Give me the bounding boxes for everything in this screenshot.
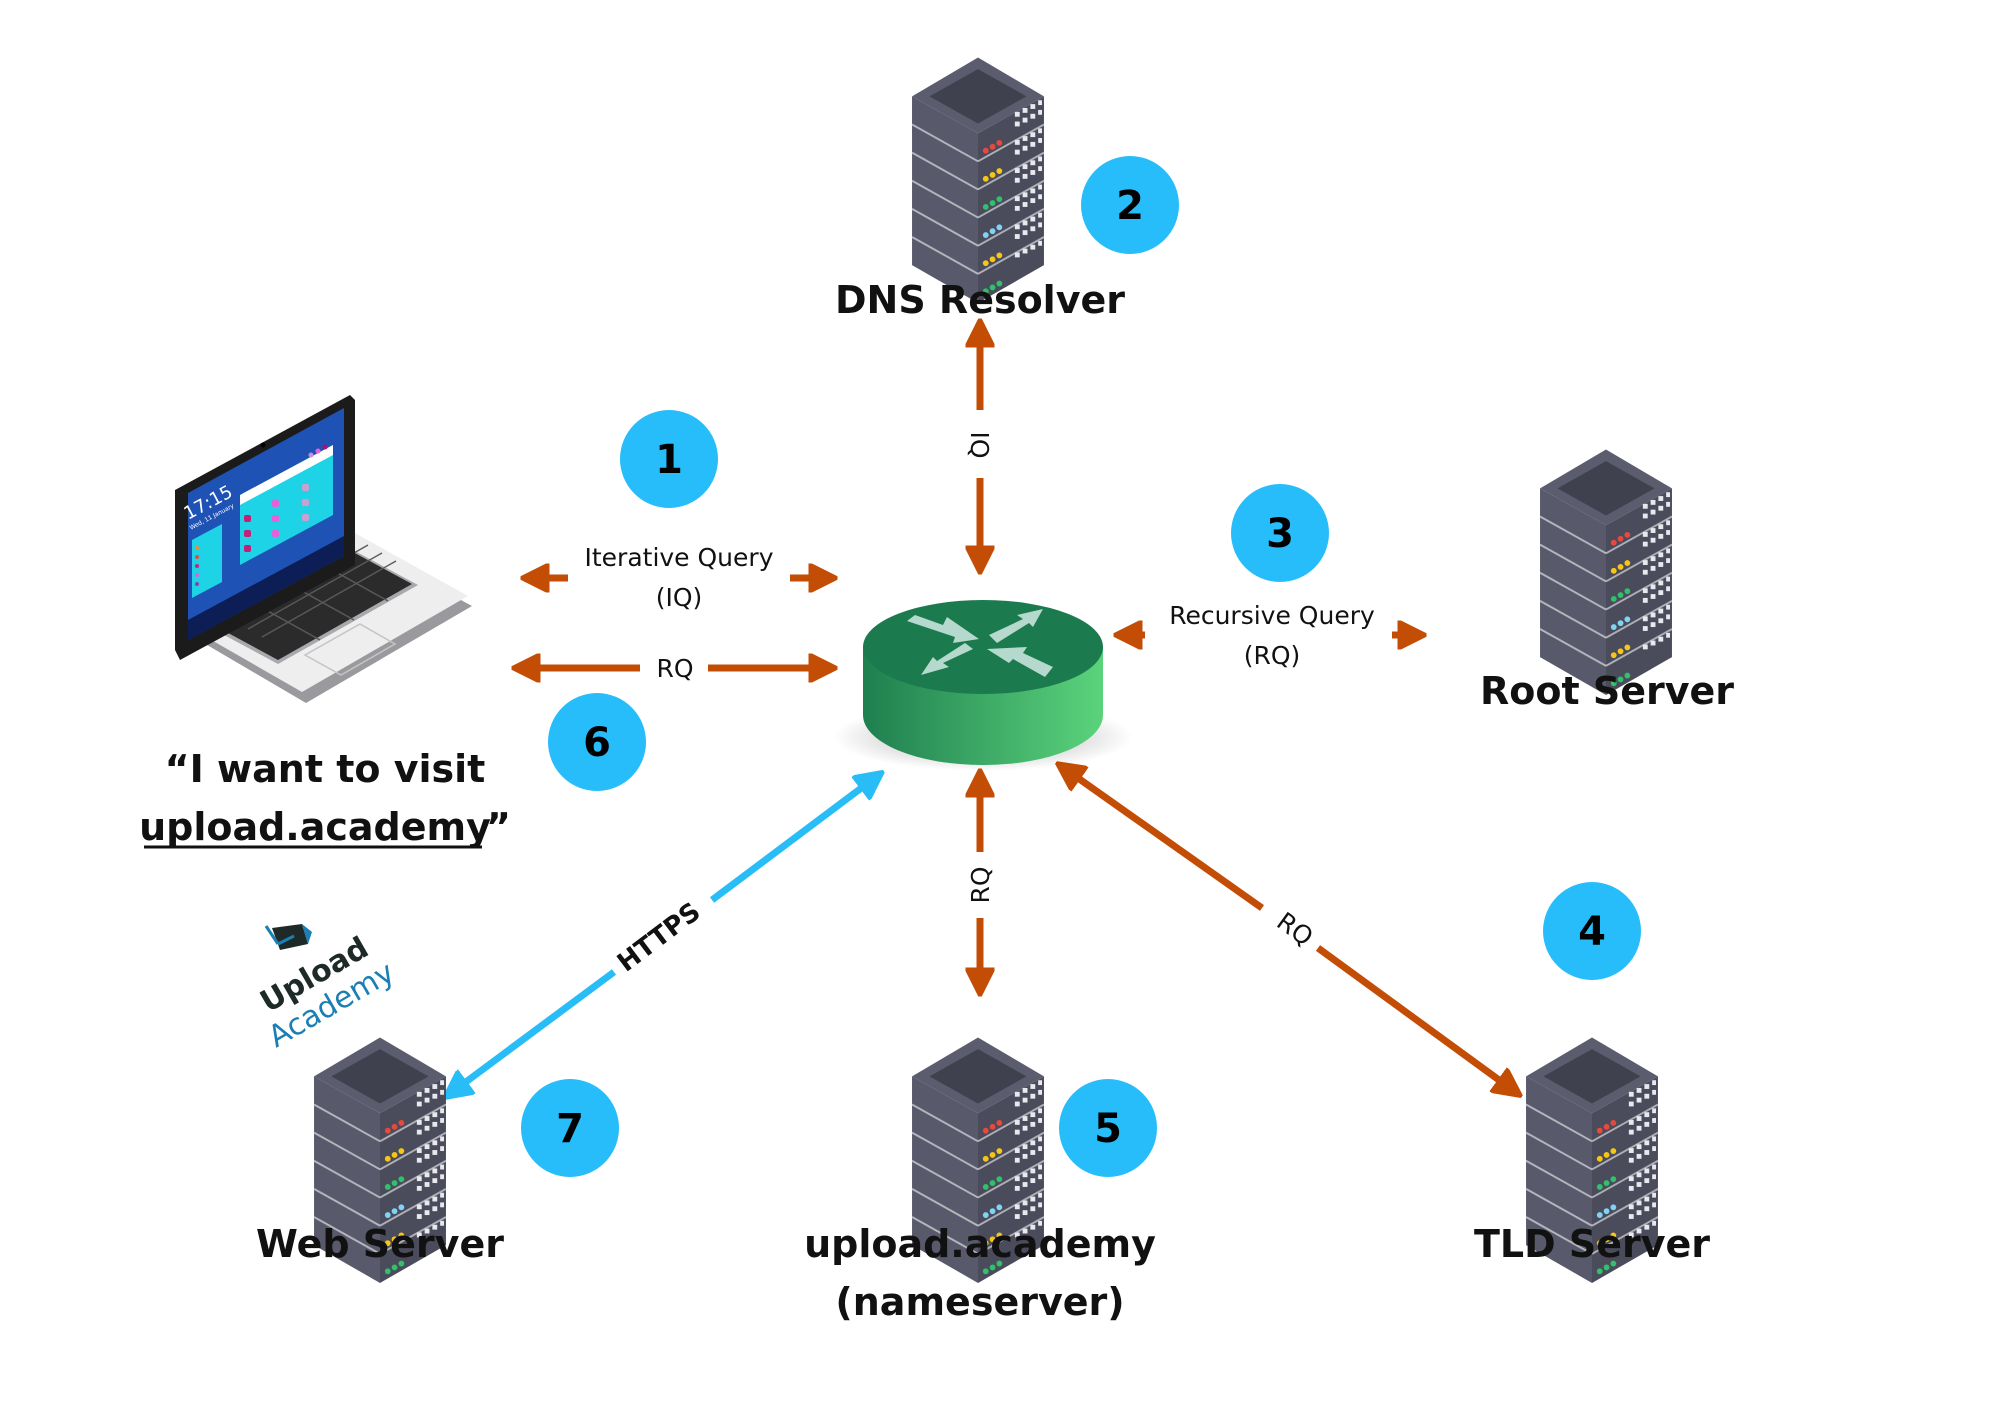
tld-server-label: TLD Server — [1474, 1222, 1710, 1266]
edge-router-web: HTTPS — [455, 780, 872, 1090]
edge-label-iq-line1: Iterative Query — [584, 543, 773, 572]
dns-resolver-node: DNS Resolver — [835, 56, 1125, 322]
edge-router-dns: IQ — [965, 333, 994, 560]
step-badge-3: 3 — [1231, 484, 1329, 582]
nameserver-label-line2: (nameserver) — [835, 1280, 1124, 1324]
client-quote: “I want to visit upload.academy ” — [139, 747, 511, 849]
web-server-node: Web Server — [256, 1036, 504, 1284]
svg-text:7: 7 — [556, 1106, 584, 1152]
svg-text:1: 1 — [655, 437, 683, 483]
server-rack-icon — [911, 56, 1045, 304]
step-badge-7: 7 — [521, 1079, 619, 1177]
root-server-node: Root Server — [1480, 448, 1734, 713]
arrow-up-left-router — [1068, 771, 1265, 911]
arrow-down-left-web — [455, 969, 617, 1090]
step-badge-6: 6 — [548, 693, 646, 791]
edge-label-rq-line1: Recursive Query — [1169, 601, 1375, 630]
tld-server-node: TLD Server — [1474, 1036, 1710, 1284]
edge-label-dns-iq: IQ — [965, 431, 994, 458]
svg-text:3: 3 — [1266, 511, 1294, 557]
server-rack-icon — [1539, 448, 1673, 696]
client-quote-link[interactable]: upload.academy — [139, 805, 491, 849]
router-icon — [833, 600, 1133, 771]
edge-label-client-rq: RQ — [656, 654, 693, 683]
step-badge-4: 4 — [1543, 882, 1641, 980]
edge-label-https: HTTPS — [612, 897, 706, 978]
dns-resolver-label: DNS Resolver — [835, 278, 1125, 322]
arrow-up-right-router — [709, 780, 872, 903]
upload-academy-logo: Upload Academy — [255, 924, 401, 1055]
edge-label-ns-rq: RQ — [966, 866, 995, 903]
arrow-down-right-tld — [1315, 945, 1510, 1088]
edge-router-nameserver: RQ — [966, 783, 995, 982]
svg-text:4: 4 — [1578, 909, 1606, 955]
graduation-cap-icon — [264, 924, 312, 950]
edge-label-rq-line2: (RQ) — [1244, 641, 1301, 670]
nameserver-node: upload.academy (nameserver) — [804, 1036, 1156, 1324]
step-badge-1: 1 — [620, 410, 718, 508]
root-server-label: Root Server — [1480, 669, 1734, 713]
svg-text:2: 2 — [1116, 183, 1144, 229]
edge-client-router-iq: Iterative Query (IQ) — [535, 543, 823, 612]
nameserver-label-line1: upload.academy — [804, 1222, 1156, 1266]
edge-router-root: Recursive Query (RQ) — [1128, 601, 1412, 670]
edge-router-tld: RQ — [1068, 771, 1510, 1088]
web-server-label: Web Server — [256, 1222, 504, 1266]
edge-label-tld-rq: RQ — [1271, 907, 1318, 952]
step-badge-2: 2 — [1081, 156, 1179, 254]
svg-text:5: 5 — [1094, 1106, 1122, 1152]
client-quote-close: ” — [486, 805, 511, 849]
step-badge-5: 5 — [1059, 1079, 1157, 1177]
svg-text:6: 6 — [583, 720, 611, 766]
client-quote-line1: “I want to visit — [165, 747, 486, 791]
laptop-icon: 17:15 Wed, 11 January — [175, 395, 472, 703]
edge-label-iq-line2: (IQ) — [656, 583, 703, 612]
edge-client-router-rq: RQ — [526, 654, 823, 683]
